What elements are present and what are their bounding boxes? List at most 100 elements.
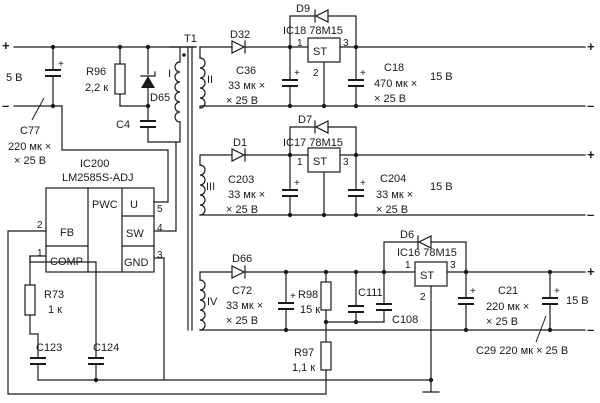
ic18-st: ST xyxy=(313,46,327,58)
polarity-plus: + xyxy=(360,178,366,189)
ic200-pin3: 3 xyxy=(157,250,163,261)
ch1-output-voltage: 15 В xyxy=(430,71,453,83)
ic18-pin1: 1 xyxy=(297,38,303,49)
junction-dot xyxy=(547,327,553,333)
polarity-dot xyxy=(182,53,186,57)
r97-ref: R97 xyxy=(294,347,314,359)
ic200-ref: IC200 xyxy=(80,158,109,170)
ic200-sw: SW xyxy=(126,228,144,240)
d66-ref: D66 xyxy=(232,253,252,265)
capacitor-c4 xyxy=(140,105,171,143)
ch3-minus-terminal: – xyxy=(587,322,594,337)
d7-ref: D7 xyxy=(298,114,312,126)
c124-ref: C124 xyxy=(93,342,119,354)
polarity-plus: + xyxy=(554,286,560,297)
ic16-pin3: 3 xyxy=(450,260,456,271)
c72-value: 33 мк × xyxy=(226,300,263,312)
r73-value: 1 к xyxy=(48,304,62,316)
ic200-pin2: 2 xyxy=(37,220,43,231)
winding-iv-label: IV xyxy=(207,296,218,308)
junction-dot xyxy=(287,103,293,109)
c111-ref: C111 xyxy=(358,287,383,299)
capacitor-c21: + xyxy=(458,271,476,331)
ic200-fb: FB xyxy=(60,227,74,239)
c72-ref: C72 xyxy=(232,285,252,297)
ic16-pin2: 2 xyxy=(420,292,426,303)
input-plus-terminal: + xyxy=(2,38,10,53)
junction-dot xyxy=(428,377,434,383)
c204-voltage: × 25 В xyxy=(376,204,408,216)
channel-1: D32 D9 IC18 78M15 ST 1 3 2 + C36 33 мк ×… xyxy=(199,3,595,113)
diode-d1 xyxy=(231,148,246,162)
polarity-plus: + xyxy=(360,68,366,79)
c203-voltage: × 25 В xyxy=(226,204,258,216)
ch3-plus-terminal: + xyxy=(587,264,595,279)
c77-ref: C77 xyxy=(20,125,40,137)
capacitor-c108 xyxy=(376,271,392,323)
ic200-pin4: 4 xyxy=(157,223,163,234)
capacitor-c111 xyxy=(325,271,385,323)
polarity-plus: + xyxy=(290,291,296,302)
diode-d66 xyxy=(231,265,246,279)
ic16-ref: IC16 78M15 xyxy=(397,247,457,259)
junction-dot xyxy=(353,103,359,109)
ch1-minus-terminal: – xyxy=(587,98,594,113)
junction-dot xyxy=(353,212,359,218)
input-voltage-label: 5 В xyxy=(6,72,23,84)
c18-value: 470 мк × xyxy=(374,78,417,90)
c21-value: 220 мк × xyxy=(486,301,529,313)
c18-voltage: × 25 В xyxy=(374,93,406,105)
resistor-r96 xyxy=(114,46,149,107)
junction-dot xyxy=(321,212,327,218)
input-minus-terminal: – xyxy=(2,98,9,113)
capacitor-c204: + xyxy=(348,154,366,216)
ic200-part: LM2585S-ADJ xyxy=(62,172,134,184)
capacitor-c29: + xyxy=(535,271,560,343)
ic200-gnd: GND xyxy=(124,257,149,269)
ch2-output-voltage: 15 В xyxy=(430,181,453,193)
winding-i-label: I xyxy=(168,68,171,80)
polarity-plus: + xyxy=(58,59,64,70)
t1-ref: T1 xyxy=(184,33,197,45)
junction-dot xyxy=(353,269,359,275)
capacitor-c203: + xyxy=(282,154,300,216)
junction-dot xyxy=(93,377,99,383)
junction-dot xyxy=(321,103,327,109)
polarity-plus: + xyxy=(294,68,300,79)
r98-value: 15 к xyxy=(300,304,320,316)
r97-value: 1,1 к xyxy=(292,362,315,374)
capacitor-c123 xyxy=(29,333,46,381)
c21-ref: C21 xyxy=(498,285,518,297)
ic18-pin3: 3 xyxy=(343,38,349,49)
junction-dot xyxy=(323,269,329,275)
capacitor-c72: + xyxy=(278,271,296,331)
c204-ref: C204 xyxy=(380,173,406,185)
resistor-r98 xyxy=(320,271,332,343)
junction-dot xyxy=(463,327,469,333)
d65-ref: D65 xyxy=(150,92,170,104)
resistor-r97 xyxy=(320,341,332,376)
c204-value: 33 мк × xyxy=(376,189,413,201)
ch3-output-voltage: 15 В xyxy=(566,295,589,307)
ic200-wiring xyxy=(7,105,431,395)
ic17-st: ST xyxy=(313,156,327,168)
c72-voltage: × 25 В xyxy=(226,315,258,327)
junction-dot xyxy=(283,327,289,333)
ic18-pin2: 2 xyxy=(313,68,319,79)
d1-ref: D1 xyxy=(233,137,247,149)
ic17-ref: IC17 78M15 xyxy=(283,137,343,149)
polarity-plus: + xyxy=(294,178,300,189)
winding-iii-label: III xyxy=(206,181,215,193)
ic18-ref: IC18 78M15 xyxy=(283,25,343,37)
c36-value: 33 мк × xyxy=(228,80,265,92)
c18-ref: C18 xyxy=(384,62,404,74)
transformer-t1: T1 I II III IV xyxy=(168,33,218,331)
c203-value: 33 мк × xyxy=(228,189,265,201)
c36-voltage: × 25 В xyxy=(226,95,258,107)
c77-voltage: × 25 В xyxy=(14,155,46,167)
c203-ref: C203 xyxy=(228,174,254,186)
ic200-u: U xyxy=(130,199,138,211)
capacitor-c124 xyxy=(29,255,165,381)
polarity-plus: + xyxy=(470,286,476,297)
